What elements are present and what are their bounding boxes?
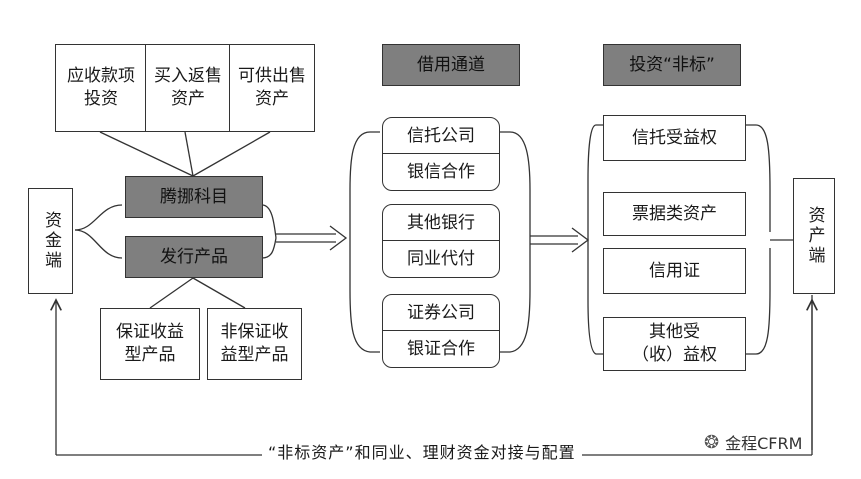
channel-header-label: 借用通道 <box>417 54 485 75</box>
asset-letter-of-credit-label: 信用证 <box>649 260 700 281</box>
issue-product-box: 发行产品 <box>125 236 263 278</box>
guaranteed-product-label: 保证收益 型产品 <box>116 322 184 365</box>
channel-other-bank-top: 其他银行 <box>407 212 475 233</box>
channel-securities: 证券公司 银证合作 <box>382 294 500 368</box>
asset-end-label: 资产端 <box>804 206 825 266</box>
brand-label: 金程CFRM <box>725 434 803 453</box>
diagram-caption: “非标资产”和同业、理财资金对接与配置 <box>262 439 582 463</box>
asset-trust-beneficiary: 信托受益权 <box>603 115 746 161</box>
channel-header: 借用通道 <box>382 44 520 86</box>
channel-trust: 信托公司 银信合作 <box>382 117 500 191</box>
channel-trust-bottom: 银信合作 <box>407 161 475 182</box>
non-guaranteed-product-box: 非保证收 益型产品 <box>207 308 302 380</box>
top-box-reverse-repo-label: 买入返售 资产 <box>154 66 222 109</box>
top-box-receivables-label: 应收款项 投资 <box>67 66 135 109</box>
asset-end-box: 资产端 <box>793 178 835 294</box>
brand-watermark: ❂ 金程CFRM <box>700 430 807 454</box>
guaranteed-product-box: 保证收益 型产品 <box>100 308 200 380</box>
top-box-reverse-repo: 买入返售 资产 <box>145 44 231 132</box>
non-guaranteed-product-label: 非保证收 益型产品 <box>220 322 289 365</box>
channel-trust-top: 信托公司 <box>407 125 475 146</box>
channel-securities-bottom: 银证合作 <box>407 338 475 359</box>
account-shift-box: 腾挪科目 <box>125 176 263 218</box>
asset-letter-of-credit: 信用证 <box>603 248 746 294</box>
issue-product-label: 发行产品 <box>160 246 228 267</box>
asset-other-beneficiary-label: 其他受 （收）益权 <box>632 322 717 365</box>
invest-header: 投资“非标” <box>603 44 741 86</box>
top-box-available-for-sale: 可供出售 资产 <box>229 44 315 132</box>
top-box-receivables: 应收款项 投资 <box>55 44 147 132</box>
account-shift-label: 腾挪科目 <box>160 186 228 207</box>
asset-other-beneficiary: 其他受 （收）益权 <box>603 317 746 371</box>
asset-notes-label: 票据类资产 <box>632 203 717 224</box>
capital-end-box: 资金端 <box>28 188 73 294</box>
channel-securities-top: 证券公司 <box>407 302 475 323</box>
asset-trust-beneficiary-label: 信托受益权 <box>632 127 717 148</box>
asset-notes: 票据类资产 <box>603 192 746 236</box>
wechat-icon: ❂ <box>704 431 720 453</box>
invest-header-label: 投资“非标” <box>629 54 715 75</box>
channel-other-bank-bottom: 同业代付 <box>407 248 475 269</box>
capital-end-label: 资金端 <box>40 211 61 271</box>
top-box-available-for-sale-label: 可供出售 资产 <box>238 66 306 109</box>
channel-other-bank: 其他银行 同业代付 <box>382 204 500 278</box>
